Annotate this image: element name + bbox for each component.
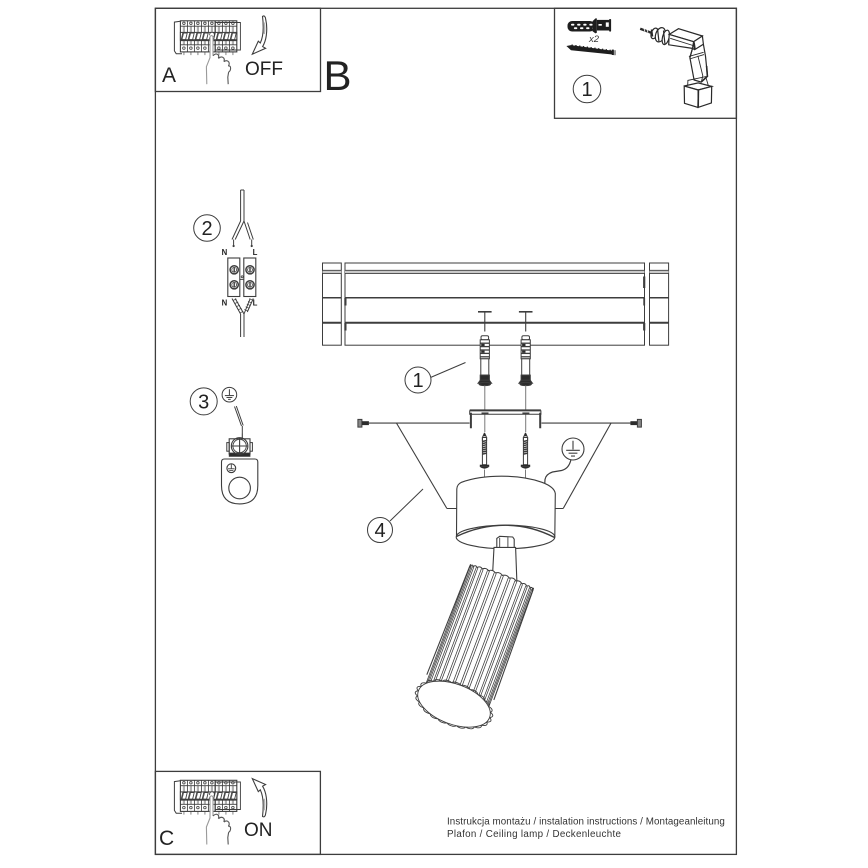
svg-text:1: 1 xyxy=(581,79,592,101)
svg-text:x2: x2 xyxy=(588,34,600,45)
svg-text:Instrukcja montażu / instalati: Instrukcja montażu / instalation instruc… xyxy=(447,817,725,828)
svg-text:ON: ON xyxy=(244,820,273,841)
svg-text:B: B xyxy=(324,52,352,99)
svg-text:L: L xyxy=(253,298,258,307)
svg-text:1: 1 xyxy=(412,370,423,392)
svg-text:L: L xyxy=(253,248,258,257)
svg-text:C: C xyxy=(159,827,174,850)
svg-text:4: 4 xyxy=(374,520,385,542)
svg-text:A: A xyxy=(162,64,176,87)
svg-text:3: 3 xyxy=(198,392,209,414)
svg-text:N: N xyxy=(222,298,228,307)
svg-text:N: N xyxy=(222,248,228,257)
svg-text:2: 2 xyxy=(201,218,212,240)
svg-text:Plafon / Ceiling lamp / Decken: Plafon / Ceiling lamp / Deckenleuchte xyxy=(447,829,622,840)
svg-text:OFF: OFF xyxy=(245,59,283,80)
